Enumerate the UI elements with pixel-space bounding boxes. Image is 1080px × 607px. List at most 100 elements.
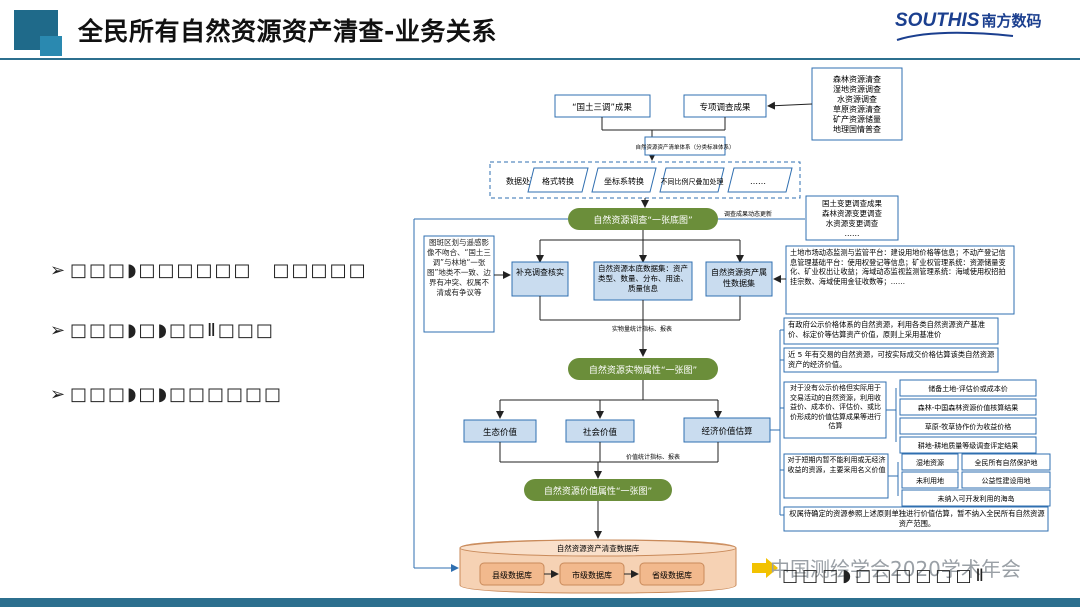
left-note-box [423,235,495,333]
method-box [899,379,1037,397]
supp-survey-text: 补充调查核实 [516,268,564,277]
attr-db-text: 自然资源资产属性数据集 [711,268,767,288]
proc-step: 格式转换 [542,176,574,186]
nominal-box [961,471,1051,489]
base-db-text: 自然资源本底数据集：资产类型、数量、分布、用途、质量信息 [598,264,688,293]
logo-square-light [40,36,62,56]
brand-latin: SOUTHIS [895,10,980,31]
special-item: 地理国情普查 [833,124,881,134]
price-note-box [783,381,887,439]
value-map-node [524,479,672,501]
bullet-item: ➢□□□◗□◗□□Ⅱ□□□ [50,320,275,341]
bullet-list: ➢□□□◗□□□□□□ □□□□□ ➢□□□◗□◗□□Ⅱ□□□ ➢□□□◗□◗□… [50,256,370,448]
nominal-box [901,453,959,471]
econ-value-text: 经济价值估算 [701,426,753,437]
proc-step-box [527,167,589,193]
econ-value-box [683,417,771,443]
db-cylinder-top [459,539,737,557]
special-item: 湿地资源调查 [833,84,881,94]
base-map-node [568,208,718,230]
right-info-box [785,245,1015,315]
special-item: 水资源调查 [837,94,877,104]
method-item: 耕地-耕地质量等级调查评定结果 [918,441,1019,450]
left-note-text: 图斑区划与遥感影像不吻合、“国土三调”与林地“一张图”地类不一致、边界有冲突、权… [427,238,491,297]
proc-step: 不同比例尺叠加处理 [661,177,724,186]
method-item: 储备土地-评估价或成本价 [928,384,1008,393]
attr-db-box [705,261,773,297]
nominal-box [961,453,1051,471]
bullet-arrow-icon: ➢ [50,320,68,341]
special-arrow [767,101,813,110]
footer-bar [0,598,1080,607]
nominal-item: 公益性建设用地 [982,476,1031,485]
proc-step-box [591,167,657,193]
price-note-2: 近 5 年有交易的自然资源，可按实际成交价格估算该类自然资源资产的经济价值。 [788,350,995,369]
base-map-text: 自然资源调查“一张底图” [593,214,692,226]
nominal-box [901,489,1051,507]
method-item: 草原-牧草协作价为收益价格 [925,422,1012,431]
value-map-text: 自然资源价值属性“一张图” [544,485,652,497]
update-list-box [805,195,899,241]
db-level: 县级数据库 [492,570,532,580]
std-label-box [644,136,726,156]
proc-step-box [659,167,725,193]
price-note-box [783,317,999,345]
price-note-3: 对于没有公示价格但实际用于交易活动的自然资源，利用收益价、成本价、评估价、或比价… [790,384,881,430]
update-label: 调查成果动态更新 [724,210,772,218]
header-rule [0,58,1080,60]
update-item: 森林资源变更调查 [822,208,882,218]
special-item: 森林资源清查 [833,74,881,84]
right-info-text: 土地市场动态监测与监管平台：建设用地价格等信息；不动产登记信息管理基础平台：使用… [790,248,1006,286]
stat-label: 实物量统计指标、报表 [612,325,672,333]
price-note-box [783,506,1049,532]
brand-cn: 南方数码 [981,13,1042,30]
price-note-4: 对于短期内暂不能利用或无经济收益的资源，主要采用名义价值 [787,456,886,474]
physical-map-node [568,358,718,380]
special-list-box [811,67,903,141]
src-special-text: 专项调查成果 [699,102,751,113]
bullet-item: ➢□□□◗□◗□□□□□□ [50,384,284,405]
proc-step: …… [750,177,766,186]
db-title: 自然资源资产清查数据库 [557,543,640,553]
bullet-arrow-icon: ➢ [50,384,68,405]
bullet-arrow-icon: ➢ [50,260,68,281]
supp-survey-box [511,261,569,297]
social-value-text: 社会价值 [583,427,618,438]
src-santiao-text: “国土三调”成果 [572,102,632,113]
special-item: 矿产资源储量 [833,114,881,124]
db-level: 市级数据库 [572,570,612,580]
nominal-item: 未纳入可开发利用的海岛 [938,494,1015,503]
physical-map-text: 自然资源实物属性“一张图” [589,364,697,376]
price-note-box [783,347,999,373]
page-title: 全民所有自然资源资产清查-业务关系 [78,17,497,46]
nominal-item: 未利用地 [916,476,944,485]
update-item: …… [845,229,860,238]
brand-swoosh-icon [896,31,1014,41]
watermark-text: 中国测绘学会2020学术年会 [770,557,1021,581]
proc-step-box [727,167,793,193]
watermark-arrow-icon [752,558,778,578]
bullet-item: ➢□□□◗□□□□□□ □□□□□ [50,260,368,281]
data-proc-label: 数据处理 [506,176,538,186]
update-item: 国土变更调查成果 [822,198,882,208]
db-level: 省级数据库 [652,570,692,580]
watermark-overlay: □□□◗□□□□□□Ⅱ [782,566,988,586]
price-note-5: 权属待确定的资源参照上述原则单独进行价值估算，暂不纳入全民所有自然资源资产范围。 [789,509,1045,528]
nominal-box [901,471,959,489]
nominal-item: 湿地资源 [916,458,944,467]
price-note-1: 有政府公示价格体系的自然资源，利用各类自然资源资产基准价、标定价等估算资产价值，… [788,320,986,339]
special-item: 草原资源清查 [833,104,881,114]
value-stat-label: 价值统计指标、报表 [626,453,680,461]
proc-step: 坐标系转换 [604,176,644,186]
method-box [899,398,1037,416]
method-item: 森林-中国森林资源价值核算结果 [918,403,1019,412]
method-box [899,417,1037,435]
nominal-item: 全民所有自然保护地 [975,458,1038,467]
base-db-box [593,261,693,301]
eco-value-text: 生态价值 [483,427,518,438]
db-level-box [639,562,705,586]
update-item: 水资源变更调查 [826,218,879,228]
method-box [899,436,1037,454]
